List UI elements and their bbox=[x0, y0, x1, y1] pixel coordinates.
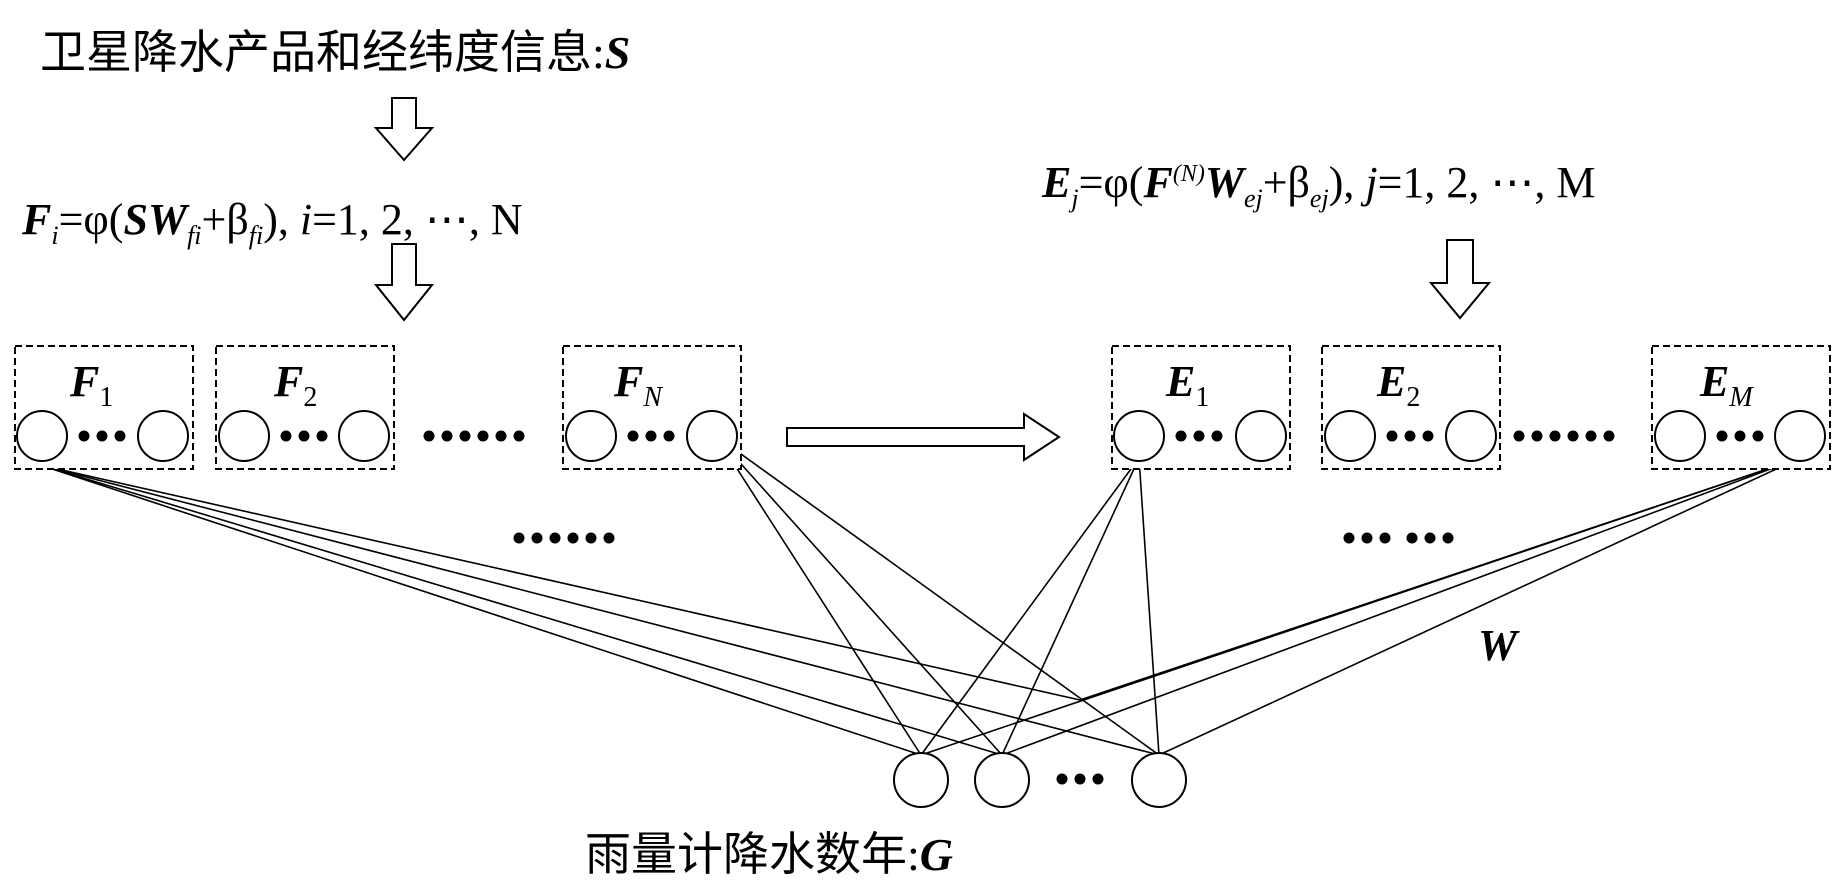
neuron-node bbox=[565, 410, 617, 462]
group-label: FN bbox=[613, 357, 663, 413]
output-node bbox=[893, 752, 949, 808]
down-arrow-icon bbox=[373, 97, 435, 162]
output-node bbox=[1131, 752, 1187, 808]
ellipsis-dots bbox=[1386, 430, 1434, 442]
ellipsis-dots bbox=[1175, 430, 1223, 442]
ellipsis-dots bbox=[513, 532, 615, 544]
e-group-m: EM bbox=[1651, 345, 1831, 470]
f-group-n: FN bbox=[562, 345, 742, 470]
e-group-2: E2 bbox=[1321, 345, 1501, 470]
ellipsis-dots bbox=[1343, 532, 1454, 544]
neuron-node bbox=[686, 410, 738, 462]
neuron-node bbox=[1324, 410, 1376, 462]
connection-line bbox=[1138, 457, 1160, 756]
neuron-node bbox=[338, 410, 390, 462]
connection-line bbox=[1079, 457, 1801, 701]
connection-line bbox=[39, 464, 1003, 756]
neuron-node bbox=[137, 410, 189, 462]
connection-lines bbox=[39, 435, 1801, 756]
output-node bbox=[974, 752, 1030, 808]
neuron-node bbox=[1654, 410, 1706, 462]
neuron-node bbox=[1235, 410, 1287, 462]
connection-line bbox=[1001, 457, 1801, 756]
ellipsis-dots bbox=[1716, 430, 1764, 442]
ellipsis-dots bbox=[78, 430, 126, 442]
output-label: 雨量计降水数年:G bbox=[585, 829, 953, 880]
group-label: E1 bbox=[1165, 357, 1209, 413]
connection-line bbox=[1001, 457, 1140, 756]
e-group-1: E1 bbox=[1111, 345, 1291, 470]
connection-line bbox=[920, 457, 1140, 756]
ellipsis-dots bbox=[1513, 430, 1615, 442]
f-group-1: F1 bbox=[14, 345, 194, 470]
group-label: F1 bbox=[69, 357, 113, 413]
connection-line bbox=[39, 464, 1160, 756]
f-equation: Fi=φ(SWfi+βfi), i=1, 2, ⋯, N bbox=[21, 195, 523, 250]
neuron-node bbox=[1774, 410, 1826, 462]
neuron-node bbox=[218, 410, 270, 462]
group-label: F2 bbox=[273, 357, 317, 413]
down-arrow-icon bbox=[373, 243, 435, 322]
ellipsis-dots bbox=[1056, 773, 1104, 785]
neuron-node bbox=[1113, 410, 1165, 462]
group-label: E2 bbox=[1376, 357, 1420, 413]
f-group-2: F2 bbox=[215, 345, 395, 470]
connection-line bbox=[715, 435, 1160, 756]
connection-line bbox=[39, 464, 1081, 701]
neuron-node bbox=[1445, 410, 1497, 462]
ellipsis-dots bbox=[627, 430, 675, 442]
connection-line bbox=[715, 435, 922, 756]
connection-line bbox=[715, 435, 1003, 756]
input-label: 卫星降水产品和经纬度信息:S bbox=[40, 27, 630, 78]
neuron-node bbox=[16, 410, 68, 462]
down-arrow-icon bbox=[1428, 239, 1492, 320]
weight-label: W bbox=[1478, 621, 1520, 670]
ellipsis-dots bbox=[423, 430, 525, 442]
connection-line bbox=[1158, 457, 1801, 756]
right-arrow-icon bbox=[786, 412, 1061, 462]
group-label: EM bbox=[1699, 357, 1754, 413]
ellipsis-dots bbox=[280, 430, 328, 442]
connection-line bbox=[39, 464, 922, 756]
e-equation: Ej=φ(F(N)Wej+βej), j=1, 2, ⋯, M bbox=[1041, 158, 1596, 213]
